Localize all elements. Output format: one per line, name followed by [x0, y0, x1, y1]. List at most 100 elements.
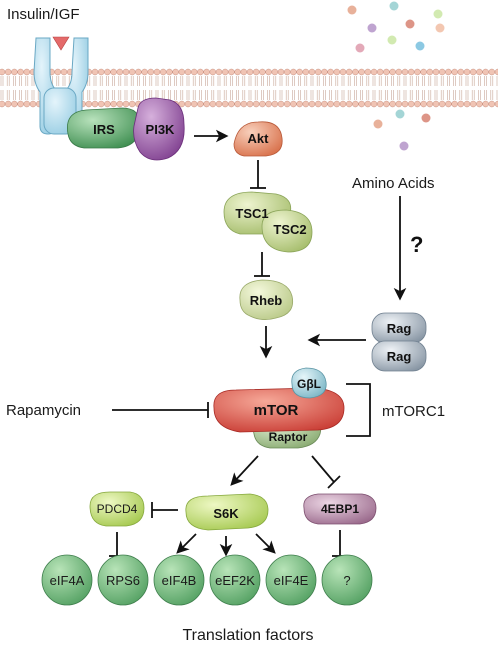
lipid-head	[352, 68, 359, 76]
translation-factor: eIF4E	[265, 554, 317, 606]
lipid-head	[203, 68, 210, 76]
pdcd4-protein: PDCD4	[89, 491, 145, 527]
lipid-head	[302, 68, 310, 76]
lipid-head	[252, 100, 260, 108]
lipid-head	[451, 100, 458, 108]
lipid-head	[420, 68, 427, 76]
lipid-head	[308, 100, 316, 108]
rag-bottom-label: Rag	[387, 349, 412, 364]
lipid-head	[203, 100, 210, 108]
lipid-head	[91, 100, 99, 108]
lipid-head	[383, 68, 390, 76]
factor-label: eIF4B	[162, 573, 197, 588]
lipid-head	[265, 100, 272, 108]
lipid-head	[395, 68, 403, 76]
lipid-head	[209, 100, 217, 108]
lipid-head	[259, 68, 266, 76]
factor-label: ?	[343, 573, 350, 588]
lipid-head	[135, 68, 142, 76]
lipid-head	[221, 68, 229, 76]
receptor-label: Insulin/IGF	[7, 6, 80, 23]
lipid-head	[364, 100, 372, 108]
lipid-head	[97, 100, 105, 108]
factor-circle	[265, 554, 317, 606]
factor-circle	[97, 554, 149, 606]
lipid-head	[494, 68, 498, 76]
lipid-head	[358, 68, 365, 76]
lipid-head	[141, 68, 148, 76]
lipid-head	[234, 100, 241, 108]
factor-circle	[41, 554, 93, 606]
lipid-head	[314, 100, 322, 108]
lipid-head	[420, 100, 427, 108]
translation-factor: RPS6	[97, 554, 149, 606]
lipid-head	[339, 100, 347, 108]
lipid-head	[383, 100, 390, 108]
lipid-head	[221, 100, 229, 108]
lipid-head	[0, 68, 6, 76]
mtorc1-complex: GβL mTOR Raptor	[213, 367, 345, 449]
particle-dot	[387, 35, 397, 45]
particle-dot	[405, 19, 415, 29]
lipid-head	[321, 100, 328, 108]
lipid-head	[215, 68, 223, 76]
lipid-head	[91, 68, 99, 76]
lipid-head	[476, 100, 483, 108]
translation-factors-label: Translation factors	[182, 627, 313, 644]
lipid-head	[283, 68, 291, 76]
lipid-head	[240, 68, 248, 76]
lipid-head	[333, 68, 341, 76]
rag-complex: Rag Rag	[371, 312, 427, 372]
lipid-head	[407, 100, 415, 108]
lipid-head	[178, 68, 186, 76]
factor-label: eIF4E	[274, 573, 309, 588]
lipid-head	[376, 68, 384, 76]
lipid-head	[370, 100, 378, 108]
lipid-head	[209, 68, 217, 76]
lipid-head	[488, 68, 496, 76]
translation-factor: eEF2K	[209, 554, 261, 606]
lipid-head	[17, 68, 24, 76]
particle-dot	[399, 141, 409, 151]
particle-dot	[395, 109, 405, 119]
lipid-head	[252, 68, 260, 76]
lipid-head	[358, 100, 365, 108]
4ebp1-protein: 4EBP1	[303, 493, 377, 525]
particle-dot	[389, 1, 399, 11]
lipid-head	[184, 68, 192, 76]
factor-circle	[153, 554, 205, 606]
pi3k-label: PI3K	[146, 122, 176, 137]
lipid-head	[426, 100, 434, 108]
lipid-head	[376, 100, 384, 108]
lipid-head	[228, 100, 235, 108]
lipid-head	[327, 68, 334, 76]
pathway-edges	[109, 129, 407, 557]
lipid-head	[432, 68, 440, 76]
lipid-head	[104, 68, 111, 76]
arrow-mtor-s6k	[230, 455, 259, 486]
factor-label: RPS6	[106, 573, 140, 588]
4ebp1-label: 4EBP1	[321, 502, 359, 516]
lipid-head	[197, 100, 204, 108]
particle-dot	[355, 43, 365, 53]
lipid-head	[11, 100, 18, 108]
lipid-head	[476, 68, 483, 76]
lipid-head	[17, 100, 24, 108]
lipid-head	[401, 68, 409, 76]
lipid-head	[314, 68, 322, 76]
akt-protein: Akt	[233, 121, 283, 157]
akt-label: Akt	[248, 131, 270, 146]
lipid-head	[104, 100, 111, 108]
lipid-head	[277, 68, 285, 76]
lipid-head	[97, 68, 105, 76]
irs-label: IRS	[93, 122, 115, 137]
tsc2-label: TSC2	[273, 222, 306, 237]
lipid-head	[11, 68, 18, 76]
particle-dot	[433, 9, 443, 19]
particle-dot	[347, 5, 357, 15]
lipid-head	[271, 68, 279, 76]
lipid-head	[463, 68, 471, 76]
lipid-head	[29, 100, 37, 108]
lipid-head	[128, 68, 136, 76]
